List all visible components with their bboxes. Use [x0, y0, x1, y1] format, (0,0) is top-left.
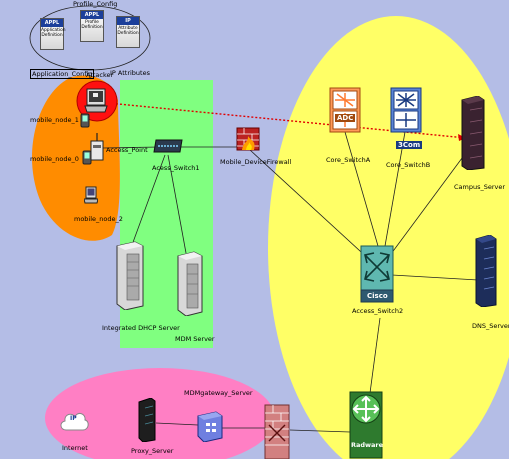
firewall-label: Mobile_DeviceFirewall [220, 158, 292, 166]
app-def-text: Application Definition [41, 28, 66, 38]
link-switch2-dns [391, 274, 479, 281]
access-point-label: Access_Point [106, 146, 148, 154]
link-firewall2-radware [289, 429, 351, 433]
mobile-node-2-icon[interactable] [83, 186, 99, 204]
cisco-badge: Cisco [367, 292, 388, 300]
app-badge: APPL [41, 19, 63, 27]
link-corea-switch2 [344, 131, 379, 247]
dhcp-server-icon[interactable] [115, 240, 145, 311]
mobile-device-firewall-icon[interactable] [236, 126, 260, 152]
access-switch-1-icon[interactable] [152, 138, 184, 154]
proxy-server-label: Proxy_Server [131, 447, 174, 455]
profile-def-text: Profile Definition [81, 20, 103, 30]
access-switch-2-label: Access_Switch2 [352, 307, 404, 315]
link-firewall-switch2 [249, 149, 373, 263]
mdm-gateway-server-label: MDMgateway_Server [184, 389, 253, 397]
link-coreb-switch2 [384, 131, 406, 247]
campus-server-icon[interactable] [460, 95, 486, 171]
radware-badge: Radware [351, 441, 384, 449]
core-switch-b-label: Core_SwitchB [386, 161, 431, 169]
link-proxy-gateway [155, 422, 199, 426]
profile-badge: APPL [81, 11, 103, 19]
mobile-node-1-icon[interactable] [80, 113, 90, 128]
attacker-laptop-icon[interactable] [84, 88, 108, 114]
campus-server-label: Campus_Server [454, 183, 506, 191]
link-switch1-dhcp [131, 154, 166, 246]
link-switch1-mdm [167, 154, 187, 254]
ip-badge: IP [117, 17, 139, 25]
mobile-node-1-label: mobile_node_1 [30, 116, 79, 124]
link-ap-switch1 [102, 146, 161, 149]
ip-def-text: Attribute Definition [117, 26, 139, 36]
access-point-icon[interactable] [90, 133, 104, 161]
core-zone [268, 16, 509, 459]
application-config-icon[interactable]: APPL Application Definition [40, 18, 66, 50]
profile-definition-icon[interactable]: APPL Profile Definition [80, 10, 104, 42]
edge-firewall-icon[interactable] [264, 404, 290, 459]
mobile-node-2-label: mobile_node_2 [74, 215, 123, 223]
dhcp-server-label: Integrated DHCP Server [102, 324, 180, 332]
mdm-gateway-server-icon[interactable] [196, 410, 224, 443]
link-switch2-campus [387, 149, 469, 259]
profile-config-oval [29, 5, 151, 71]
proxy-server-icon[interactable] [137, 397, 157, 443]
three-com-badge: 3Com [396, 141, 423, 149]
internet-cloud-icon[interactable] [58, 408, 90, 432]
attacker-label: Attacker [86, 71, 114, 79]
adc-badge: ADC [335, 114, 356, 122]
access-switch-1-label: Acess_Switch1 [152, 164, 200, 172]
mdm-server-label: MDM Server [175, 335, 215, 343]
access-switch-2-icon[interactable] [360, 245, 394, 303]
core-switch-a-label: Core_SwitchA [326, 156, 371, 164]
application-config-label: Application_Config [30, 69, 95, 79]
dns-server-label: DNS_Server [472, 322, 509, 330]
mdm-server-icon[interactable] [176, 250, 204, 317]
profile-config-label: Profile_Config [73, 0, 118, 8]
internet-ip-text: IP [70, 415, 77, 422]
internet-label: Internet [62, 444, 88, 452]
mobile-node-0-label: mobile_node_0 [30, 155, 79, 163]
ip-attributes-label: IP Attributes [110, 69, 150, 77]
radware-icon[interactable] [349, 391, 383, 459]
core-switch-b-icon[interactable] [390, 87, 422, 133]
core-switch-a-icon[interactable] [329, 87, 361, 133]
ip-attributes-icon[interactable]: IP Attribute Definition [116, 16, 140, 48]
dns-server-icon[interactable] [474, 234, 498, 308]
